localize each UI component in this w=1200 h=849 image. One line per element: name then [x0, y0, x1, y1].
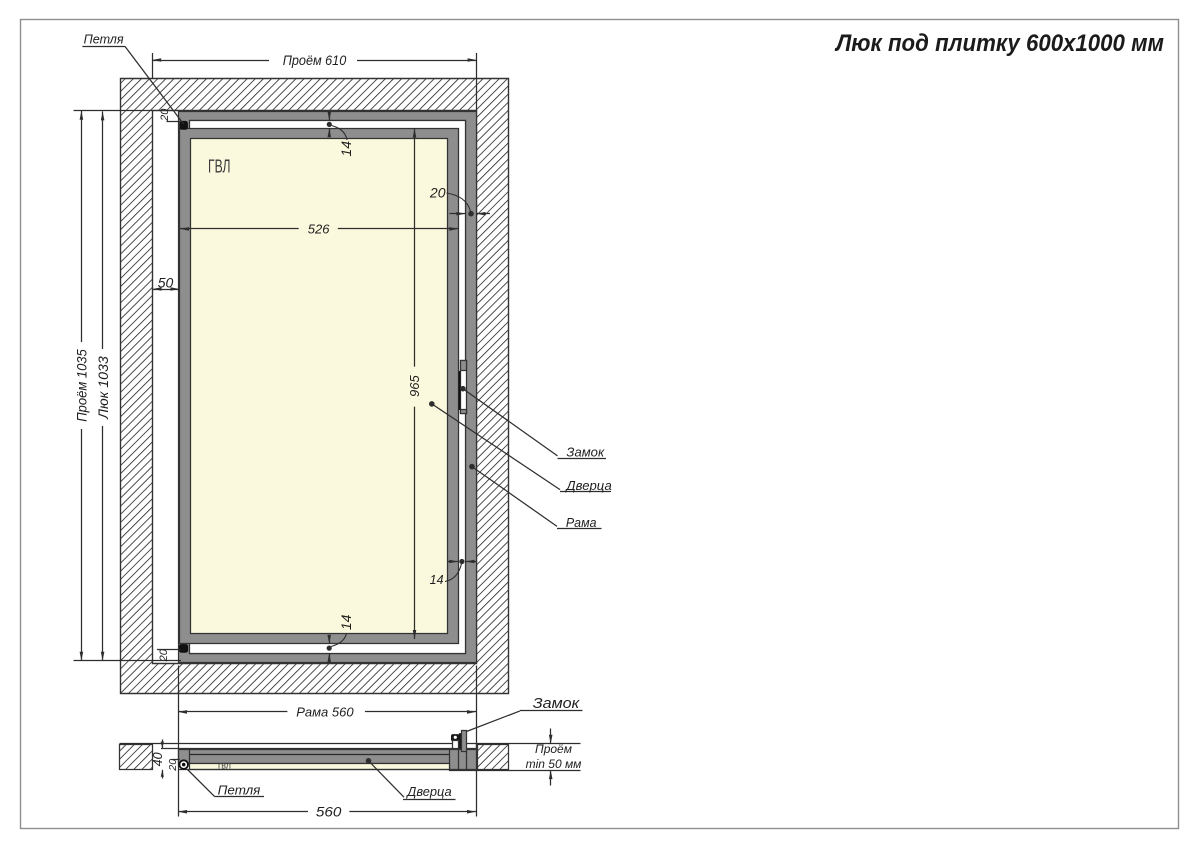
- svg-text:20: 20: [158, 648, 170, 662]
- svg-text:Петля: Петля: [84, 33, 124, 47]
- svg-text:Рама 560: Рама 560: [296, 705, 354, 720]
- svg-text:гвл: гвл: [218, 760, 231, 770]
- svg-text:Замок: Замок: [566, 446, 605, 460]
- svg-text:965: 965: [407, 374, 422, 396]
- svg-text:ГВЛ: ГВЛ: [208, 156, 231, 177]
- svg-text:50: 50: [158, 274, 174, 290]
- svg-text:Дверца: Дверца: [564, 479, 611, 493]
- svg-text:14: 14: [430, 573, 444, 587]
- svg-text:Проём 1035: Проём 1035: [74, 349, 90, 422]
- svg-text:Проём: Проём: [535, 742, 572, 756]
- svg-text:20: 20: [429, 185, 446, 201]
- svg-text:Рама: Рама: [566, 516, 597, 530]
- svg-text:40: 40: [151, 752, 165, 766]
- svg-text:20: 20: [159, 108, 171, 122]
- svg-text:Дверца: Дверца: [405, 784, 451, 799]
- svg-text:526: 526: [308, 222, 330, 237]
- svg-text:14: 14: [338, 141, 354, 157]
- svg-text:Замок: Замок: [533, 696, 581, 712]
- svg-text:560: 560: [316, 804, 342, 820]
- svg-text:14: 14: [338, 614, 354, 630]
- svg-text:Проём 610: Проём 610: [283, 52, 347, 68]
- svg-text:Люк 1033: Люк 1033: [95, 356, 111, 420]
- svg-text:20: 20: [167, 759, 179, 772]
- svg-text:min 50 мм: min 50 мм: [526, 757, 582, 771]
- svg-text:Петля: Петля: [218, 783, 261, 798]
- svg-text:Люк под плитку 600х1000 мм: Люк под плитку 600х1000 мм: [834, 30, 1164, 57]
